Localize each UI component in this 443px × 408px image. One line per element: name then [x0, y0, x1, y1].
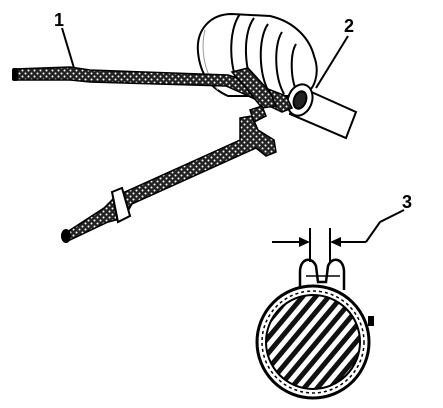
tool-upper-arm	[13, 66, 294, 113]
axle-shaft	[286, 83, 358, 140]
clamp-tool	[12, 66, 294, 243]
leader-lines	[61, 27, 405, 243]
leader-1	[61, 27, 75, 69]
gap-dimension	[272, 228, 366, 262]
tool-lower-arm	[62, 115, 277, 241]
clamp-cross-section	[255, 258, 374, 400]
leader-3	[365, 209, 405, 243]
callout-1: 1	[54, 10, 64, 30]
callout-2: 2	[344, 16, 354, 36]
leader-2	[315, 35, 349, 89]
clamp-ear	[298, 258, 346, 290]
callout-3: 3	[402, 192, 412, 212]
